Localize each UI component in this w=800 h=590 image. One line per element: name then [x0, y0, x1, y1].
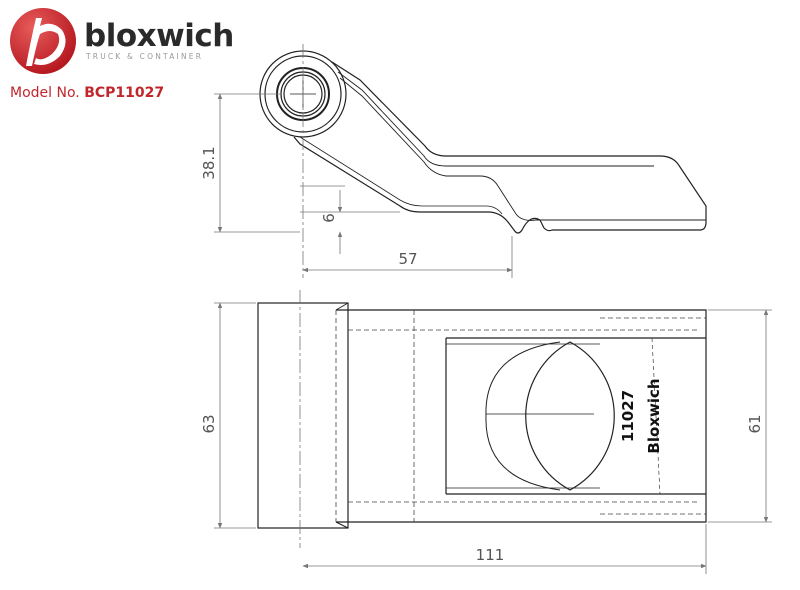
brand-logo-icon — [10, 8, 76, 74]
side-view — [259, 50, 707, 234]
leaf-outline — [336, 309, 707, 523]
arm-lower-edge — [293, 136, 707, 234]
stamp-dome — [525, 341, 615, 491]
model-number-line: Model No. BCP11027 — [10, 85, 164, 101]
dim-61: 61 — [746, 414, 764, 433]
dim-38-1: 38.1 — [200, 146, 218, 179]
side-view-dimensions — [214, 44, 513, 278]
dim-111: 111 — [476, 546, 505, 564]
brand-logo: bloxwich TRUCK & CONTAINER — [0, 0, 234, 80]
arm-upper-edge — [331, 61, 707, 222]
stamp-part-number: 11027 — [619, 390, 637, 442]
plan-view — [257, 302, 707, 529]
brand-name: bloxwich — [84, 18, 234, 54]
leaf-recess — [445, 337, 706, 495]
stamp-maker: Bloxwich — [645, 378, 663, 453]
knuckle-block — [257, 302, 349, 529]
dim-63: 63 — [200, 414, 218, 433]
plan-view-dimensions — [214, 302, 772, 574]
dim-57: 57 — [398, 250, 417, 268]
brand-tagline: TRUCK & CONTAINER — [86, 52, 204, 61]
model-label: Model No. — [10, 85, 80, 101]
model-number: BCP11027 — [84, 85, 165, 101]
dim-6: 6 — [320, 213, 338, 223]
